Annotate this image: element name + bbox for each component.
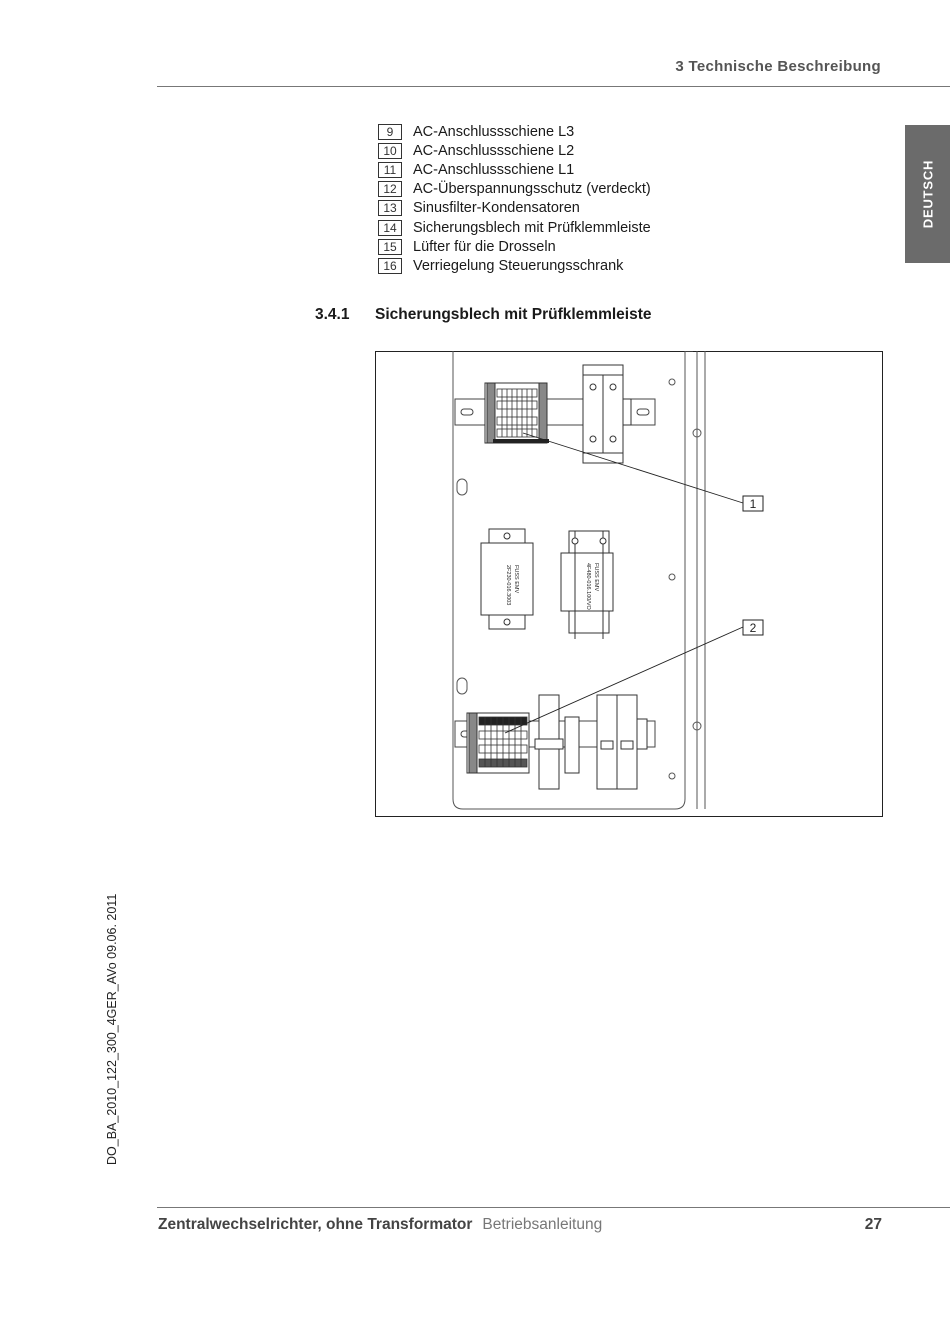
footer-subtitle: Betriebsanleitung	[482, 1216, 603, 1233]
emv-filter-left: FUSS EMV 2F230-016.3003	[480, 528, 534, 630]
legend-label: Verriegelung Steuerungsschrank	[413, 257, 624, 274]
plate-holes	[456, 378, 702, 780]
legend-label: AC-Anschlussschiene L1	[413, 161, 575, 178]
legend-number: 13	[378, 200, 402, 217]
document-id-note: DO_BA_2010_122_300_4GER_AVo 09.06. 2011	[105, 893, 119, 1165]
filter-left-label-1: FUSS EMV	[513, 565, 519, 593]
section-heading: 3.4.1 Sicherungsblech mit Prüfklemmleiste	[315, 306, 652, 324]
filter-left-label-2: 2F230-016.3003	[505, 565, 511, 605]
filter-right-label-2: 4F480-016.100/VO	[585, 563, 591, 611]
legend-label: AC-Anschlussschiene L2	[413, 142, 575, 159]
legend-number: 11	[378, 161, 402, 178]
header-divider	[157, 86, 950, 87]
emv-filter-right: FUSS EMV 4F480-016.100/VO	[560, 530, 614, 639]
filter-right-label-1: FUSS EMV	[593, 563, 599, 591]
legend-item: 12 AC-Überspannungsschutz (verdeckt)	[378, 180, 651, 199]
legend-item: 15 Lüfter für die Drosseln	[378, 237, 651, 256]
legend-item: 14 Sicherungsblech mit Prüfklemmleiste	[378, 218, 651, 237]
legend-item: 9 AC-Anschlussschiene L3	[378, 122, 651, 141]
footer-document-title: Zentralwechselrichter, ohne Transformato…	[158, 1216, 602, 1234]
callout-2-label: 2	[750, 621, 757, 635]
legend-number: 14	[378, 219, 402, 236]
legend-label: Sicherungsblech mit Prüfklemmleiste	[413, 219, 651, 236]
legend-item: 11 AC-Anschlussschiene L1	[378, 160, 651, 179]
footer-divider	[157, 1207, 950, 1208]
mounting-plate	[452, 351, 706, 810]
legend-number: 15	[378, 238, 402, 255]
legend-number: 9	[378, 123, 402, 140]
legend-label: AC-Anschlussschiene L3	[413, 123, 575, 140]
legend-number: 16	[378, 257, 402, 274]
legend-item: 10 AC-Anschlussschiene L2	[378, 141, 651, 160]
lower-terminal-block	[466, 712, 530, 774]
legend-number: 12	[378, 181, 402, 198]
fuse-plate-drawing: FUSS EMV 2F230-016.3003 FUSS EMV 4F480-0…	[375, 351, 883, 817]
callout-1: 1	[742, 495, 764, 512]
page-number: 27	[864, 1216, 882, 1233]
language-tab-label: DEUTSCH	[920, 159, 935, 229]
callout-leaders	[504, 432, 744, 734]
legend-number: 10	[378, 142, 402, 159]
legend-label: AC-Überspannungsschutz (verdeckt)	[413, 181, 651, 198]
legend-item: 16 Verriegelung Steuerungsschrank	[378, 256, 651, 275]
upper-terminal-block	[484, 382, 549, 444]
lower-fuse-holders	[534, 694, 648, 790]
footer-title: Zentralwechselrichter, ohne Transformato…	[158, 1216, 473, 1233]
header-section-title: 3 Technische Beschreibung	[675, 58, 881, 75]
legend-label: Lüfter für die Drosseln	[413, 238, 556, 255]
legend-item: 13 Sinusfilter-Kondensatoren	[378, 199, 651, 218]
language-tab: DEUTSCH	[905, 125, 950, 263]
callout-2: 2	[742, 619, 764, 636]
callout-1-label: 1	[750, 497, 757, 511]
legend-label: Sinusfilter-Kondensatoren	[413, 200, 580, 217]
section-number: 3.4.1	[315, 306, 350, 323]
section-title: Sicherungsblech mit Prüfklemmleiste	[375, 306, 652, 323]
